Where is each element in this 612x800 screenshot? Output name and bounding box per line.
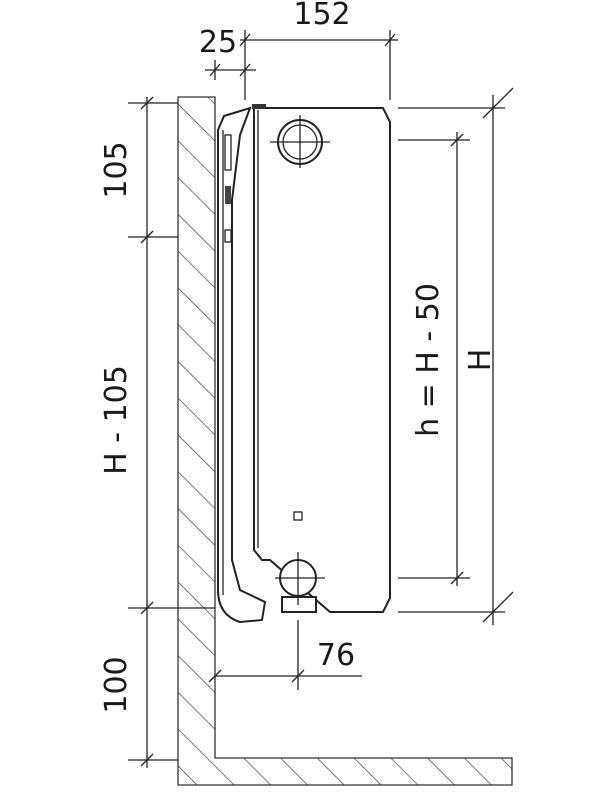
dim-label-76: 76 xyxy=(317,638,355,673)
dim-label-100: 100 xyxy=(99,656,134,713)
radiator-body xyxy=(252,104,391,613)
wall-section xyxy=(177,96,513,786)
wall-bracket xyxy=(217,106,267,624)
dim-label-152: 152 xyxy=(293,0,350,32)
bottom-connection-pipe xyxy=(275,552,325,613)
dim-label-h-minus-105: H - 105 xyxy=(99,365,134,475)
dim-label-25: 25 xyxy=(199,25,237,60)
vent-marker xyxy=(293,511,303,521)
dim-label-total-height: H xyxy=(463,349,498,372)
top-connection-pipe xyxy=(270,115,330,168)
dim-label-105: 105 xyxy=(99,141,134,198)
dimension-lines xyxy=(128,30,514,768)
dim-label-connection-height: h = H - 50 xyxy=(411,283,446,437)
